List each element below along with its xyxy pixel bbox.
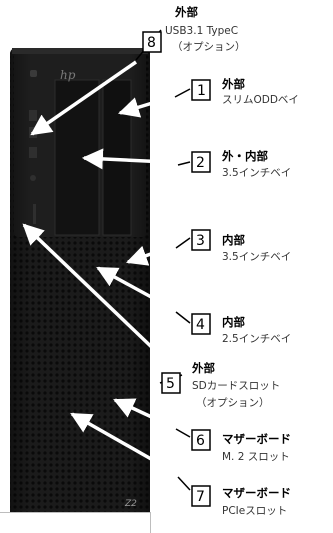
svg-text:外部: 外部: [191, 361, 215, 375]
svg-text:内部: 内部: [222, 233, 245, 247]
svg-text:1: 1: [197, 83, 206, 99]
svg-text:USB3.1 TypeC: USB3.1 TypeC: [165, 25, 238, 37]
arrow-3: [126, 240, 186, 266]
svg-text:SDカードスロット: SDカードスロット: [192, 380, 280, 392]
arrow-2: [81, 148, 189, 170]
svg-text:7: 7: [196, 489, 205, 505]
callout-1: 1 外部 スリムODDベイ: [191, 77, 299, 106]
svg-text:内部: 内部: [222, 315, 245, 329]
usb-port-icon: [29, 147, 37, 158]
svg-text:5: 5: [166, 376, 175, 392]
svg-text:8: 8: [147, 35, 156, 51]
hp-logo: hp: [60, 68, 76, 82]
arrow-1: [117, 91, 186, 118]
callout-3: 3 内部 3.5インチベイ: [191, 229, 291, 263]
svg-text:3: 3: [196, 233, 205, 249]
caption-frame: [0, 512, 151, 533]
svg-text:マザーボード: マザーボード: [222, 432, 291, 446]
svg-text:外部: 外部: [174, 5, 198, 19]
svg-text:PCIeスロット: PCIeスロット: [222, 505, 287, 517]
svg-text:6: 6: [196, 433, 205, 449]
usb-port-icon: [29, 110, 37, 121]
arrow-4: [96, 266, 187, 318]
arrow-7: [70, 412, 189, 482]
svg-text:M. 2 スロット: M. 2 スロット: [222, 451, 290, 463]
arrow-8: [30, 60, 137, 136]
svg-text:4: 4: [196, 317, 205, 333]
svg-text:3.5インチベイ: 3.5インチベイ: [222, 251, 291, 263]
z2-badge: Z2: [124, 499, 137, 509]
arrow-6: [113, 398, 187, 435]
callout-6: 6 マザーボード M. 2 スロット: [191, 429, 291, 463]
svg-text:（オプション）: （オプション）: [196, 397, 270, 409]
callout-5: 5 外部 SDカードスロット （オプション）: [161, 361, 280, 409]
svg-text:マザーボード: マザーボード: [222, 486, 291, 500]
svg-text:2.5インチベイ: 2.5インチベイ: [222, 333, 291, 345]
callout-2: 2 外・内部 3.5インチベイ: [191, 149, 291, 179]
svg-text:（オプション）: （オプション）: [172, 41, 246, 53]
svg-text:外部: 外部: [221, 77, 245, 91]
svg-text:スリムODDベイ: スリムODDベイ: [222, 94, 299, 106]
svg-text:外・内部: 外・内部: [221, 149, 268, 163]
svg-text:2: 2: [196, 155, 205, 171]
callout-7: 7 マザーボード PCIeスロット: [191, 485, 291, 517]
callout-8: 8 外部 USB3.1 TypeC （オプション）: [142, 5, 246, 53]
svg-text:3.5インチベイ: 3.5インチベイ: [222, 167, 291, 179]
audio-jack-icon: [30, 175, 36, 181]
sd-slot: [33, 204, 36, 224]
pointer-arrows: [22, 60, 189, 482]
callout-4: 4 内部 2.5インチベイ: [191, 313, 291, 345]
arrow-5: [22, 223, 186, 380]
power-button: [30, 70, 37, 77]
